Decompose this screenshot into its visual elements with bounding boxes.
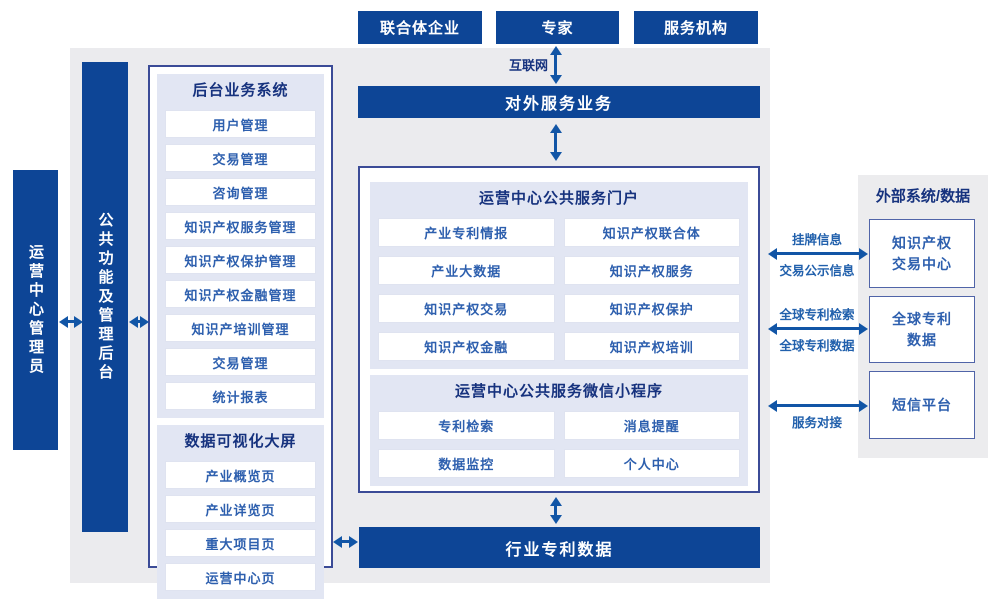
portal-grid: 产业专利情报 知识产权联合体 产业大数据 知识产权服务 知识产权交易 知识产权保… [370, 218, 748, 361]
link-label-listing-info: 挂牌信息 [791, 233, 842, 247]
ext-line: 知识产权 [892, 235, 952, 252]
rail-operation-center-admin: 运营中心管理员 [13, 170, 58, 450]
dashboard-item-industry-overview: 产业概览页 [165, 461, 316, 489]
portal-title: 运营中心公共服务门户 [478, 190, 639, 207]
arrow-internet-vertical [554, 55, 557, 75]
mini-item-data-monitor: 数据监控 [378, 449, 555, 478]
arrow-to-global-patent-data [777, 327, 859, 330]
portal-item-ip-service: 知识产权服务 [563, 256, 740, 285]
portal-item-ip-training: 知识产权培训 [563, 332, 740, 361]
ext-line: 交易中心 [892, 255, 952, 272]
backoffice-title: 后台业务系统 [192, 82, 289, 99]
rail-public-function-backend: 公共功能及管理后台 [82, 62, 128, 532]
dashboard-item-industry-detail: 产业详览页 [165, 495, 316, 523]
portal-item-industry-bigdata: 产业大数据 [378, 256, 555, 285]
backoffice-item-user-mgmt: 用户管理 [165, 110, 316, 138]
left-systems-box: 后台业务系统 用户管理 交易管理 咨询管理 知识产权服务管理 知识产权保护管理 … [148, 65, 333, 599]
link-label-trade-publicity-info: 交易公示信息 [779, 264, 855, 278]
actor-expert: 专家 [496, 11, 619, 44]
backoffice-item-consult-mgmt: 咨询管理 [165, 178, 316, 206]
dashboard-title: 数据可视化大屏 [184, 433, 297, 450]
backoffice-section: 后台业务系统 用户管理 交易管理 咨询管理 知识产权服务管理 知识产权保护管理 … [157, 74, 324, 418]
arrow-portal-to-industry-data [554, 506, 557, 515]
mini-item-message-alert: 消息提醒 [563, 411, 740, 440]
ext-line: 全球专利 [892, 311, 952, 328]
arrow-leftbox-to-industry-data [342, 540, 349, 543]
link-label-global-patent-data: 全球专利数据 [779, 339, 855, 353]
portal-item-ip-protection: 知识产权保护 [563, 294, 740, 323]
dashboard-item-major-project: 重大项目页 [165, 529, 316, 557]
arrow-to-sms-platform [777, 404, 859, 407]
internet-label: 互联网 [508, 58, 548, 73]
portal-item-ip-consortium: 知识产权联合体 [563, 218, 740, 247]
external-systems-title: 外部系统/数据 [875, 188, 971, 205]
arrow-backend-to-systems [138, 320, 140, 323]
external-box-sms-platform: 短信平台 [869, 371, 975, 439]
external-systems-panel: 外部系统/数据 知识产权 交易中心 全球专利 数据 短信平台 [858, 175, 988, 458]
backoffice-item-trade-mgmt: 交易管理 [165, 144, 316, 172]
backoffice-item-statistics-report: 统计报表 [165, 382, 316, 410]
external-box-global-patent-data: 全球专利 数据 [869, 296, 975, 363]
miniprogram-grid: 专利检索 消息提醒 数据监控 个人中心 [370, 411, 748, 478]
portal-item-ip-trade: 知识产权交易 [378, 294, 555, 323]
dashboard-item-operation-center: 运营中心页 [165, 563, 316, 591]
industry-patent-data-bar: 行业专利数据 [359, 527, 760, 568]
arrow-to-ip-trade-center [777, 252, 859, 255]
actor-consortium-enterprise: 联合体企业 [358, 11, 482, 44]
ext-line: 短信平台 [892, 396, 952, 413]
ext-line: 数据 [907, 331, 937, 348]
portal-item-patent-intelligence: 产业专利情报 [378, 218, 555, 247]
miniprogram-title: 运营中心公共服务微信小程序 [454, 383, 663, 400]
link-label-global-patent-search: 全球专利检索 [779, 308, 855, 322]
arrow-bar-to-portal [554, 133, 557, 152]
mini-item-patent-search: 专利检索 [378, 411, 555, 440]
portal-section: 运营中心公共服务门户 产业专利情报 知识产权联合体 产业大数据 知识产权服务 知… [370, 182, 748, 369]
actor-service-agency: 服务机构 [634, 11, 758, 44]
external-box-ip-trade-center: 知识产权 交易中心 [869, 219, 975, 288]
arrow-admin-to-backend [68, 320, 74, 323]
backoffice-list: 用户管理 交易管理 咨询管理 知识产权服务管理 知识产权保护管理 知识产权金融管… [157, 110, 324, 410]
mini-item-personal-center: 个人中心 [563, 449, 740, 478]
backoffice-item-ip-training-mgmt: 知识产培训管理 [165, 314, 316, 342]
backoffice-item-ip-protection-mgmt: 知识产权保护管理 [165, 246, 316, 274]
portal-item-ip-finance: 知识产权金融 [378, 332, 555, 361]
dashboard-section: 数据可视化大屏 产业概览页 产业详览页 重大项目页 运营中心页 [157, 425, 324, 599]
dashboard-list: 产业概览页 产业详览页 重大项目页 运营中心页 [157, 461, 324, 591]
operation-center-box: 运营中心公共服务门户 产业专利情报 知识产权联合体 产业大数据 知识产权服务 知… [358, 166, 760, 493]
external-service-bar: 对外服务业务 [358, 86, 760, 118]
miniprogram-section: 运营中心公共服务微信小程序 专利检索 消息提醒 数据监控 个人中心 [370, 375, 748, 486]
backoffice-item-ip-service-mgmt: 知识产权服务管理 [165, 212, 316, 240]
link-label-service-docking: 服务对接 [791, 416, 842, 430]
backoffice-item-trade-mgmt-2: 交易管理 [165, 348, 316, 376]
backoffice-item-ip-finance-mgmt: 知识产权金融管理 [165, 280, 316, 308]
